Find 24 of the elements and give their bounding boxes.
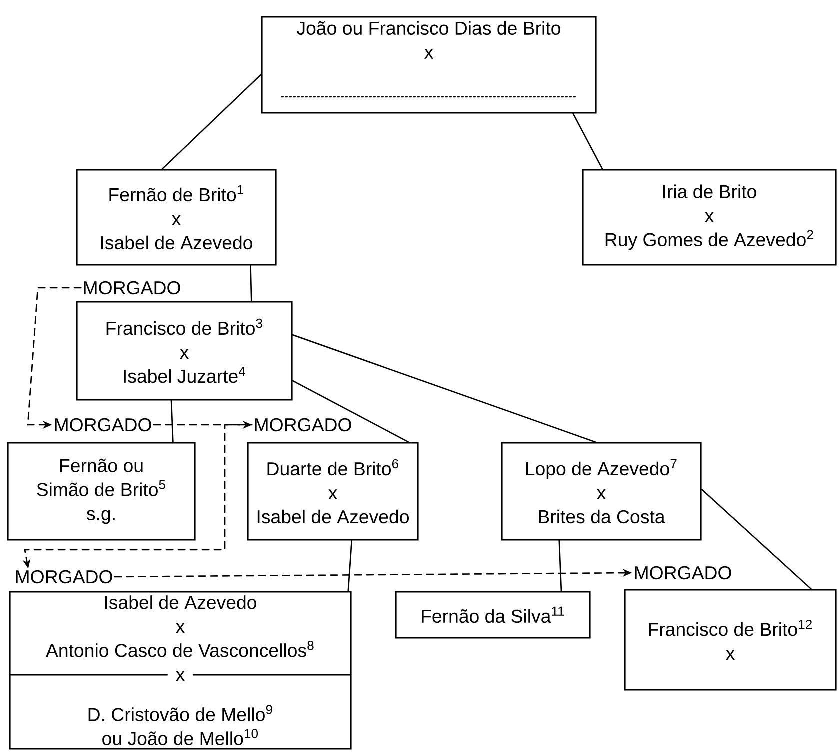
person-box: Lopo de Azevedo$^{7}$ x Brites da Costa (501, 442, 702, 541)
lineage-line (162, 74, 262, 170)
lineage-line (701, 488, 812, 590)
person-box: Duarte de Brito$^{6}$ x Isabel de Azevedo (247, 442, 419, 541)
morgado-label: MORGADO (55, 418, 152, 432)
person-box: Francisco de Brito$^{3}$ x Isabel Juzarte$^{4}$ (76, 301, 293, 401)
person-box: Fernão de Brito$^{1}$ x Isabel de Azevedo (76, 169, 277, 266)
morgado-label: MORGADO (16, 570, 112, 584)
person-box: Isabel de Azevedo x Antonio Casco de Vasconcellos$^{8}$ x D. Cristovão de Mello$^{9}$ ou João de Mello$^{10}$ (9, 591, 352, 750)
lineage-line (292, 380, 410, 443)
person-box: Iria de Brito x Ruy Gomes de Azevedo$^{2}$ (582, 169, 837, 266)
lineage-line (170, 400, 174, 443)
lineage-line (572, 113, 604, 170)
person-box: Francisco de Brito$^{12}$ x (624, 589, 837, 691)
person-box: João ou Francisco Dias de Brito x (261, 16, 597, 114)
morgado-label: MORGADO (255, 418, 352, 432)
morgado-label: MORGADO (635, 566, 732, 580)
lineage-line (292, 334, 596, 443)
person-box: Fernão ou Simão de Brito$^{5}$ s.g. (7, 442, 196, 541)
person-box: Fernão da Silva$^{11}$ (395, 591, 591, 639)
lineage-line (558, 540, 562, 592)
lineage-line (348, 540, 353, 592)
morgado-label: MORGADO (84, 281, 180, 295)
lineage-line (250, 265, 252, 302)
